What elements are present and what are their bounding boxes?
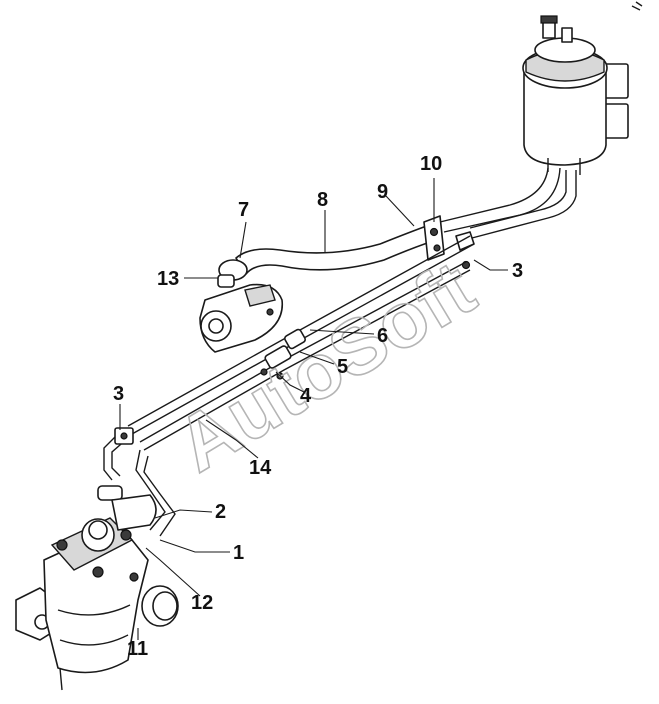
callout-labels: 1 2 3 3 4 5 6 7 8 9 10 11 12 13 14	[113, 153, 523, 660]
callout-7: 7	[238, 199, 249, 221]
callout-2: 2	[215, 501, 226, 523]
watermark-text: AutoSoft	[161, 244, 489, 489]
callout-14: 14	[249, 457, 272, 479]
watermark: AutoSoft	[161, 243, 490, 490]
steering-gear	[15, 494, 179, 691]
leader-lines	[119, 178, 508, 640]
callout-1: 1	[233, 542, 244, 564]
callout-13: 13	[157, 268, 179, 290]
callout-9: 9	[377, 181, 388, 203]
callout-5: 5	[337, 356, 348, 378]
callout-3-left: 3	[113, 383, 124, 405]
callout-10: 10	[420, 153, 442, 175]
callout-8: 8	[317, 189, 328, 211]
callout-11: 11	[127, 638, 148, 660]
banjo-fitting	[97, 427, 134, 501]
callout-12: 12	[191, 592, 213, 614]
return-and-suction-hoses	[439, 167, 577, 239]
callout-6: 6	[377, 325, 388, 347]
callout-3-right: 3	[512, 260, 523, 282]
pressure-lines	[103, 235, 475, 537]
oil-reservoir	[522, 1, 643, 175]
callout-4: 4	[300, 385, 312, 407]
steering-pump	[199, 259, 284, 353]
